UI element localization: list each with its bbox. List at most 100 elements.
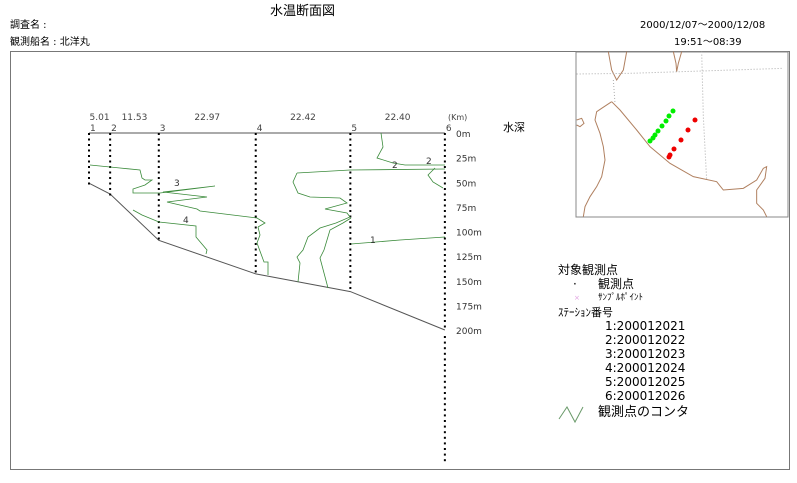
depth-tick: 75m <box>456 204 476 214</box>
km-unit: (Km) <box>448 113 467 122</box>
station-dot <box>254 232 257 234</box>
station-dot <box>109 171 112 174</box>
station-dot <box>443 182 446 185</box>
legend-station-item: 4:200012024 <box>605 361 686 375</box>
station-dot <box>443 392 446 394</box>
station-dot <box>254 243 257 245</box>
station-dot <box>157 166 160 168</box>
station-dot <box>88 138 90 141</box>
station-dot <box>443 210 446 212</box>
map-point-green <box>659 123 665 129</box>
coastline <box>576 117 585 128</box>
segment-distance: 22.40 <box>385 113 411 123</box>
station-dot <box>443 298 446 300</box>
station-dot <box>443 138 446 141</box>
station-dot <box>254 160 257 163</box>
station-dot <box>157 182 160 185</box>
station-label: 2 <box>111 124 117 134</box>
station-dot <box>349 276 352 278</box>
station-dot <box>443 166 446 168</box>
chart-frame <box>10 51 790 470</box>
station-dot <box>157 199 160 201</box>
station-dot <box>349 166 352 168</box>
depth-tick: 200m <box>456 327 482 337</box>
station-dot <box>157 160 160 163</box>
station-dot <box>349 232 352 234</box>
station-dot <box>443 459 446 462</box>
legend-obs: 観測点 <box>598 277 635 291</box>
station-dot <box>349 287 352 289</box>
station-dot <box>443 215 446 218</box>
isotherm-contour <box>256 226 269 275</box>
depth-tick: 125m <box>456 253 482 263</box>
contour-legend-icon <box>558 406 584 424</box>
station-dot <box>443 386 446 389</box>
station-dot <box>254 149 257 152</box>
station-dot <box>443 144 446 146</box>
station-label: 5 <box>351 124 357 134</box>
isotherm-contour <box>292 172 351 283</box>
station-dot <box>349 177 352 179</box>
contour-label: 2 <box>426 157 432 167</box>
segment-distance: 22.97 <box>194 113 220 123</box>
station-dot <box>443 254 446 256</box>
depth-tick: 0m <box>456 130 471 140</box>
station-dot <box>254 166 257 168</box>
depth-axis-title: 水深 <box>503 121 525 134</box>
station-dot <box>88 166 90 168</box>
station-dot <box>109 160 112 163</box>
station-dot <box>109 144 112 146</box>
isotherm-contour <box>376 132 445 166</box>
station-dot <box>349 254 352 256</box>
station-dot <box>443 453 446 456</box>
station-dot <box>443 320 446 322</box>
station-dot <box>443 309 446 311</box>
legend-station-item: 1:200012021 <box>605 319 686 333</box>
station-dot <box>254 138 257 141</box>
station-dot <box>254 182 257 185</box>
station-dot <box>349 215 352 218</box>
station-dot <box>157 210 160 212</box>
station-dot <box>88 155 90 157</box>
map-point-red <box>671 146 677 152</box>
station-dot <box>254 248 257 251</box>
station-dot <box>157 215 160 218</box>
station-dot <box>254 199 257 201</box>
station-dot <box>443 171 446 174</box>
station-dot <box>88 160 90 163</box>
station-dot <box>157 149 160 152</box>
station-dot <box>157 226 160 229</box>
station-dot <box>349 281 352 284</box>
contour-label: 1 <box>370 236 376 246</box>
station-dot <box>443 442 446 445</box>
date-range: 2000/12/07～2000/12/08 <box>640 20 766 31</box>
station-dot <box>443 347 446 350</box>
station-dot <box>254 155 257 157</box>
station-dot <box>157 237 160 240</box>
station-dot <box>254 210 257 212</box>
isotherm-contour <box>296 168 446 174</box>
station-dot <box>109 133 112 135</box>
station-dot <box>254 133 257 135</box>
station-dot <box>157 171 160 174</box>
time-range: 19:51～08:39 <box>674 37 742 48</box>
station-dot <box>443 375 446 378</box>
station-dot <box>443 325 446 328</box>
segment-distance: 5.01 <box>90 113 110 123</box>
station-dot <box>349 237 352 240</box>
station-dot <box>88 177 90 179</box>
station-dot <box>443 281 446 284</box>
segment-distance: 22.42 <box>290 113 316 123</box>
station-dot <box>443 364 446 366</box>
station-dot <box>349 221 352 223</box>
station-dot <box>443 303 446 306</box>
station-dot <box>443 436 446 439</box>
isotherm-contour <box>427 167 444 189</box>
station-dot <box>157 155 160 157</box>
station-dot <box>443 237 446 240</box>
station-label: 6 <box>446 124 452 134</box>
station-dot <box>157 193 160 196</box>
depth-tick: 150m <box>456 278 482 288</box>
station-dot <box>254 215 257 218</box>
